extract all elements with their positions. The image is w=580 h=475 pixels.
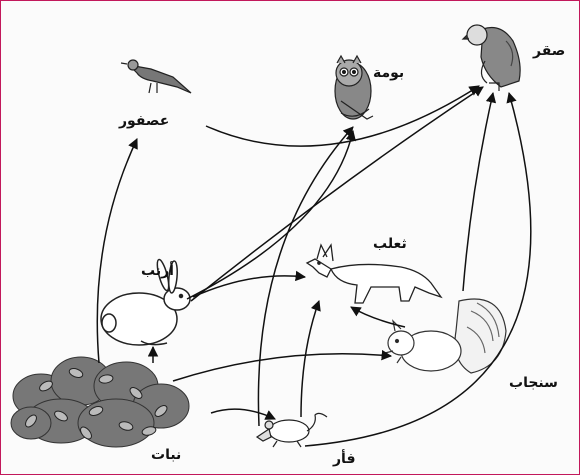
owl-label: بومة xyxy=(373,65,404,81)
squirrel-illustration xyxy=(385,299,506,373)
arrow-squirrel-to-fox xyxy=(351,307,405,327)
arrow-plants-to-squirrel xyxy=(173,354,391,381)
fox-label: ثعلب xyxy=(373,236,407,252)
fox-illustration xyxy=(307,245,441,303)
squirrel-label: سنجاب xyxy=(509,375,558,391)
arrow-plants-to-mouse xyxy=(211,409,275,419)
mouse-illustration xyxy=(257,413,327,447)
owl-illustration xyxy=(335,56,373,119)
sparrow-illustration xyxy=(121,60,191,93)
eagle-illustration xyxy=(463,25,520,91)
rabbit-label: أرنب xyxy=(141,263,174,279)
plants-illustration xyxy=(11,357,189,447)
sparrow-label: عصفور xyxy=(119,113,169,129)
arrow-mouse-to-fox xyxy=(301,301,319,417)
plants-label: نبات xyxy=(151,447,181,463)
arrow-squirrel-to-eagle xyxy=(463,93,493,291)
mouse-label: فأر xyxy=(333,451,355,467)
eagle-label: صقر xyxy=(533,43,565,59)
